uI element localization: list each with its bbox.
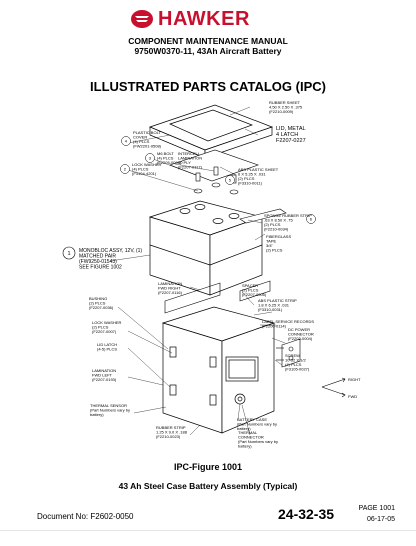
callout-rubber-sheet: RUBBER SHEET 4.50 X 2.50 X .375 (F2210-0… [269, 100, 303, 114]
item-number-3: 3 [145, 153, 155, 163]
callout-battery-case: BATTERY CASE (Part Numbers vary by batte… [237, 417, 278, 431]
callout-abs-strip: ABS PLASTIC STRIP 1.8 X 6.25 X .031 (F33… [258, 298, 298, 312]
callout-lid-latch: LID LATCH (4-5) PLCS [97, 342, 118, 352]
exploded-assembly-drawing: 4 3 2 5 1 6 RUBBER SHEET 4.50 X 2.50 X .… [62, 100, 361, 449]
orientation-fwd-label: FWD [348, 394, 357, 399]
orientation-arrows [321, 377, 346, 398]
dc-connector-part [276, 338, 301, 368]
hawker-logo: HAWKER [130, 8, 290, 30]
item-number-4-text: 4 [125, 139, 128, 144]
item-number-5-text: 5 [229, 178, 232, 183]
figure-caption: 43 Ah Steel Case Battery Assembly (Typic… [118, 481, 298, 491]
item-number-2: 2 [120, 164, 130, 174]
item-number-2-text: 2 [124, 167, 127, 172]
callout-monobloc: MONOBLOC ASSY, 12V, (1) MATCHED PAIR (FW… [79, 248, 143, 271]
callout-rubber-strip: RUBBER STRIP 1.25 X 9.0 X .188 (F2210-00… [156, 425, 188, 439]
item-number-6: 6 [306, 214, 316, 224]
page-number: PAGE 1001 [358, 505, 395, 512]
leader-lines [109, 106, 286, 436]
callout-label-service: LABEL SERVICE RECORDS (F2200-0114) [262, 319, 315, 329]
callout-lock-washer-mid: LOCK WASHER (2) PLCS (F2207-0007) [92, 320, 123, 334]
callout-abs-sheet: ABS PLASTIC SHEET 6 X 5.25 X .031 (2) PL… [238, 167, 279, 186]
callout-thermal-sensor: THERMAL SENSOR (Part Numbers vary by bat… [90, 403, 131, 417]
ata-chapter-number: 24-32-35 [278, 506, 335, 522]
document-number: Document No: F2602-0050 [37, 512, 134, 521]
monobloc-part [148, 200, 264, 296]
item-number-1-text: 1 [68, 251, 71, 257]
callout-fiberglass: FIBERGLASS TAPE 3/4" (2) PLCS [266, 234, 292, 253]
callout-bushing: BUSHING (2) PLCS (F2207-0036) [89, 296, 114, 310]
callout-plastic-bolt: PLASTIC BOLT COVER (4) PLCS (FW2201-9508… [133, 130, 162, 149]
callout-screw: SCREW 10-32 X 1/2 (4) PLCS (F3105-0027) [285, 353, 310, 372]
brand-name: HAWKER [158, 7, 250, 30]
item-number-6-text: 6 [310, 217, 313, 222]
item-number-3-text: 3 [149, 156, 152, 161]
sponge-strip-part [239, 208, 287, 224]
item-number-1: 1 [62, 246, 76, 260]
callout-lamination-right: LAMINATION FWD RIGHT (F2207-0116) [158, 281, 183, 295]
revision-date: 06-17-05 [366, 516, 395, 523]
item-number-4: 4 [121, 136, 131, 146]
callout-intercell: INTERCELL LAMINATION 10 PLY (F2207-0117) [178, 151, 203, 170]
lid-metal-part [149, 104, 274, 159]
hawker-logo-icon [131, 10, 153, 28]
manual-subtitle: 9750W0370-11, 43Ah Aircraft Battery [134, 46, 282, 56]
callout-m6-bolt: M6 BOLT (4) PLCS (F2205-0099) [157, 151, 182, 165]
orientation-right-label: RIGHT [348, 377, 361, 382]
callout-lock-washer-top: LOCK WASHER (4) PLCS (F3104-4201) [132, 162, 163, 176]
callout-sponge-strip: SPONGE RUBBER STRIP .63 X 8.50 X .75 (2)… [264, 213, 313, 232]
figure-label: IPC-Figure 1001 [173, 462, 243, 472]
battery-case-part [161, 306, 276, 434]
callout-spacer: SPACER (2) PLCS (F2207-0005) [242, 283, 267, 297]
laminations-part [164, 280, 271, 314]
callout-thermal-connector: THERMAL CONNECTOR (Part Numbers vary by … [238, 430, 279, 449]
section-title: ILLUSTRATED PARTS CATALOG (IPC) [90, 79, 326, 94]
item-number-5: 5 [225, 175, 235, 185]
manual-title: COMPONENT MAINTENANCE MANUAL [128, 36, 288, 46]
page-bottom-edge [0, 530, 416, 546]
callout-dc-connector: DC POWER CONNECTOR (F2203-0004) [288, 327, 315, 341]
callout-lid: LID, METAL 4 LATCH F2207-0227 [276, 126, 307, 144]
callout-lamination-left: LAMINATION FWD LEFT (F2207-0193) [92, 368, 117, 382]
